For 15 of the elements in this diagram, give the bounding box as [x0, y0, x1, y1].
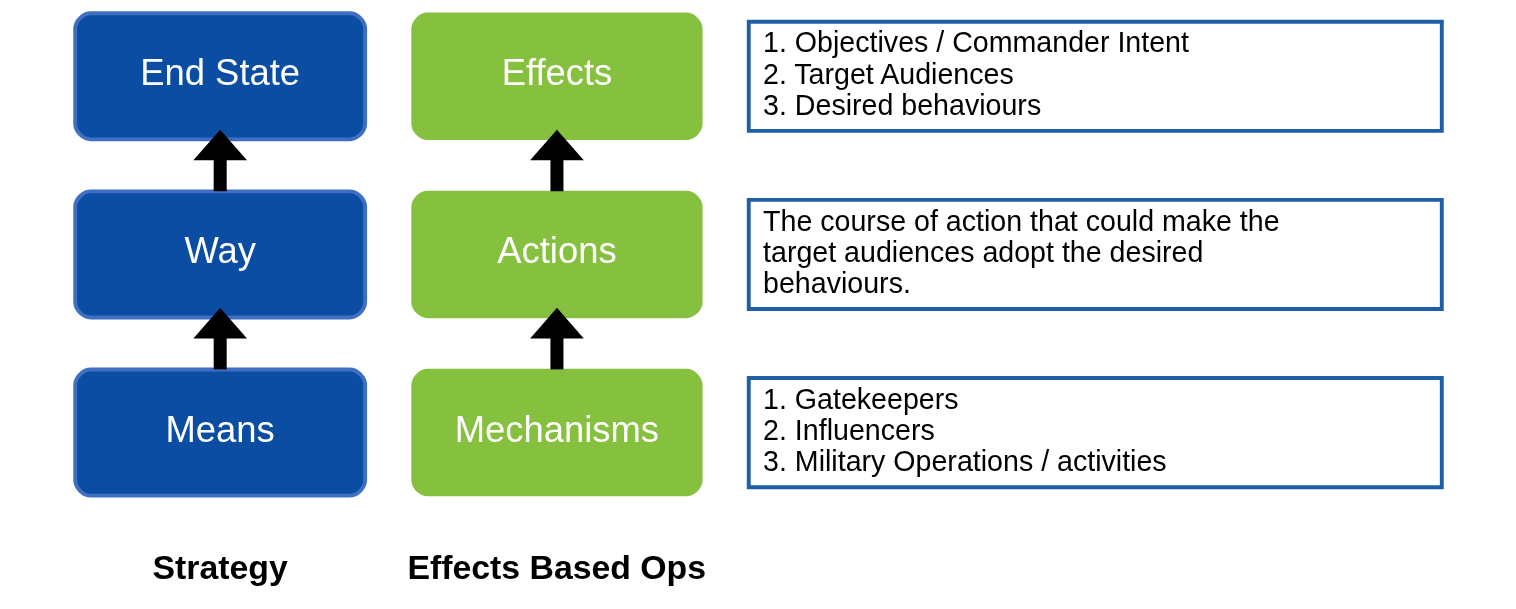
arrow: [192, 307, 247, 370]
node-box: Actions: [410, 190, 703, 319]
arrow: [529, 307, 584, 370]
node-box: Effects: [410, 12, 703, 140]
node-box: The course of action that could make the target audiences adopt the desired behaviours.: [746, 197, 1444, 311]
node-box: End State: [72, 11, 367, 142]
node-box: 1. Gatekeepers 2. Influencers 3. Military Operations / activities: [746, 376, 1444, 490]
label: Strategy: [152, 547, 288, 586]
node-box: 1. Objectives / Commander Intent 2. Target Audiences 3. Desired behaviours: [746, 19, 1444, 133]
arrow: [529, 129, 584, 192]
label: Effects Based Ops: [406, 547, 706, 586]
node-box: Mechanisms: [410, 368, 703, 497]
node-box: Means: [72, 367, 367, 498]
node-box: Way: [72, 189, 367, 320]
arrow: [192, 129, 247, 192]
